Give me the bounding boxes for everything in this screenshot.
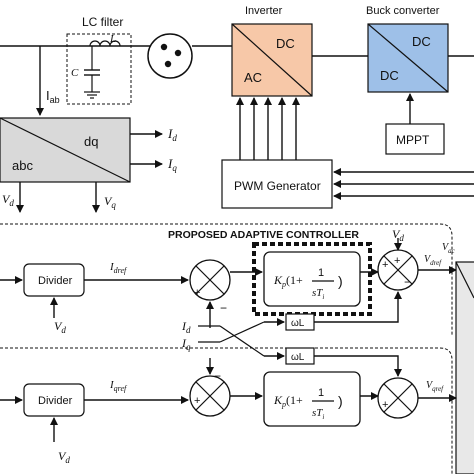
inductor-label: L	[109, 33, 116, 45]
right-transform-block	[455, 261, 474, 474]
sum-d2-cross-b	[383, 255, 413, 285]
abc-label: abc	[12, 158, 33, 173]
vq-output-label: Vq	[104, 194, 116, 210]
buck-dc-bottom-label: DC	[380, 68, 399, 83]
pi-bottom-formula: Kp(1+	[273, 393, 303, 409]
pi-bottom-den: sTi	[312, 407, 324, 421]
vqref-label: Vqref	[426, 380, 444, 393]
sum-q1-plus: +	[194, 395, 200, 407]
iq-to-top-wl	[219, 321, 265, 343]
pwm-generator-block	[221, 159, 333, 209]
vdref-label: Vdref	[424, 254, 442, 267]
controller-region-bottom-border	[0, 347, 453, 474]
socket-pin-2	[174, 49, 182, 57]
mppt-block	[385, 123, 445, 155]
pi-top-den: sTi	[312, 287, 324, 301]
vd-top-label: Vd	[54, 319, 66, 335]
sum-q2-cross-b	[383, 383, 413, 413]
id-output-label: Id	[167, 126, 177, 143]
iq-cross-label: Iq	[181, 336, 191, 352]
sum-d2-plus-left: +	[382, 259, 388, 271]
socket-pin-3	[164, 60, 172, 68]
idref-label: Idref	[109, 261, 128, 275]
sum-q2-plus: +	[382, 399, 388, 411]
iq-output-label: Iq	[167, 156, 177, 173]
buck-diagonal	[367, 23, 449, 93]
grid-socket-icon	[147, 33, 193, 79]
socket-pin-1	[160, 43, 168, 51]
abc-dq-diagonal	[0, 117, 131, 183]
pi-top-close: )	[338, 273, 343, 289]
wl-bottom-to-sum	[314, 355, 402, 377]
omega-l-top-label: ωL	[291, 318, 305, 329]
sum-d1-minus: −	[220, 301, 227, 315]
iab-label: Iab	[46, 88, 60, 105]
right-transform-diagonal	[455, 261, 474, 299]
pwm-generator-label: PWM Generator	[234, 179, 321, 193]
divider-top-label: Divider	[38, 275, 73, 287]
omega-l-bottom-label: ωL	[291, 352, 305, 363]
id-cross-label: Id	[181, 319, 191, 335]
pi-top-num: 1	[318, 267, 324, 279]
iqref-label: Iqref	[109, 379, 128, 393]
proposed-controller-title: PROPOSED ADAPTIVE CONTROLLER	[168, 229, 359, 241]
sum-d2-minus: −	[404, 275, 411, 289]
sum-d1-cross-b	[195, 265, 225, 295]
pi-bottom-num: 1	[318, 387, 324, 399]
pi-top-formula: Kp(1+	[273, 273, 303, 289]
pi-bottom-close: )	[338, 393, 343, 409]
dq-label: dq	[84, 134, 98, 149]
inverter-ac-label: AC	[244, 70, 262, 85]
mppt-label: MPPT	[396, 133, 430, 147]
capacitor-label: C	[71, 67, 79, 79]
vd-bottom-label: Vd	[58, 449, 70, 465]
sum-q1-minus: −	[214, 369, 221, 383]
vac-label: Vac	[442, 242, 456, 255]
lc-filter-label: LC filter	[82, 15, 123, 29]
sum-d1-plus: +	[194, 287, 200, 299]
pi-controller-top	[263, 251, 361, 307]
inductor-icon	[89, 40, 121, 47]
sum-d2-plus-top: +	[394, 255, 400, 267]
lc-filter-box	[66, 33, 132, 105]
vd-sum-label: Vd	[392, 227, 404, 243]
controller-region-top-border	[0, 223, 453, 336]
pi-controller-bottom	[263, 371, 361, 427]
wl-top-to-sum	[314, 291, 402, 323]
buck-converter-title: Buck converter	[366, 5, 440, 17]
sum-q1-cross-b	[195, 381, 225, 411]
divider-bottom-label: Divider	[38, 395, 73, 407]
vd-output-label: Vd	[2, 192, 14, 208]
inverter-diagonal	[231, 23, 313, 97]
buck-dc-top-label: DC	[412, 34, 431, 49]
inverter-dc-label: DC	[276, 36, 295, 51]
inverter-title: Inverter	[245, 5, 283, 17]
id-to-bottom-wl	[219, 325, 265, 357]
